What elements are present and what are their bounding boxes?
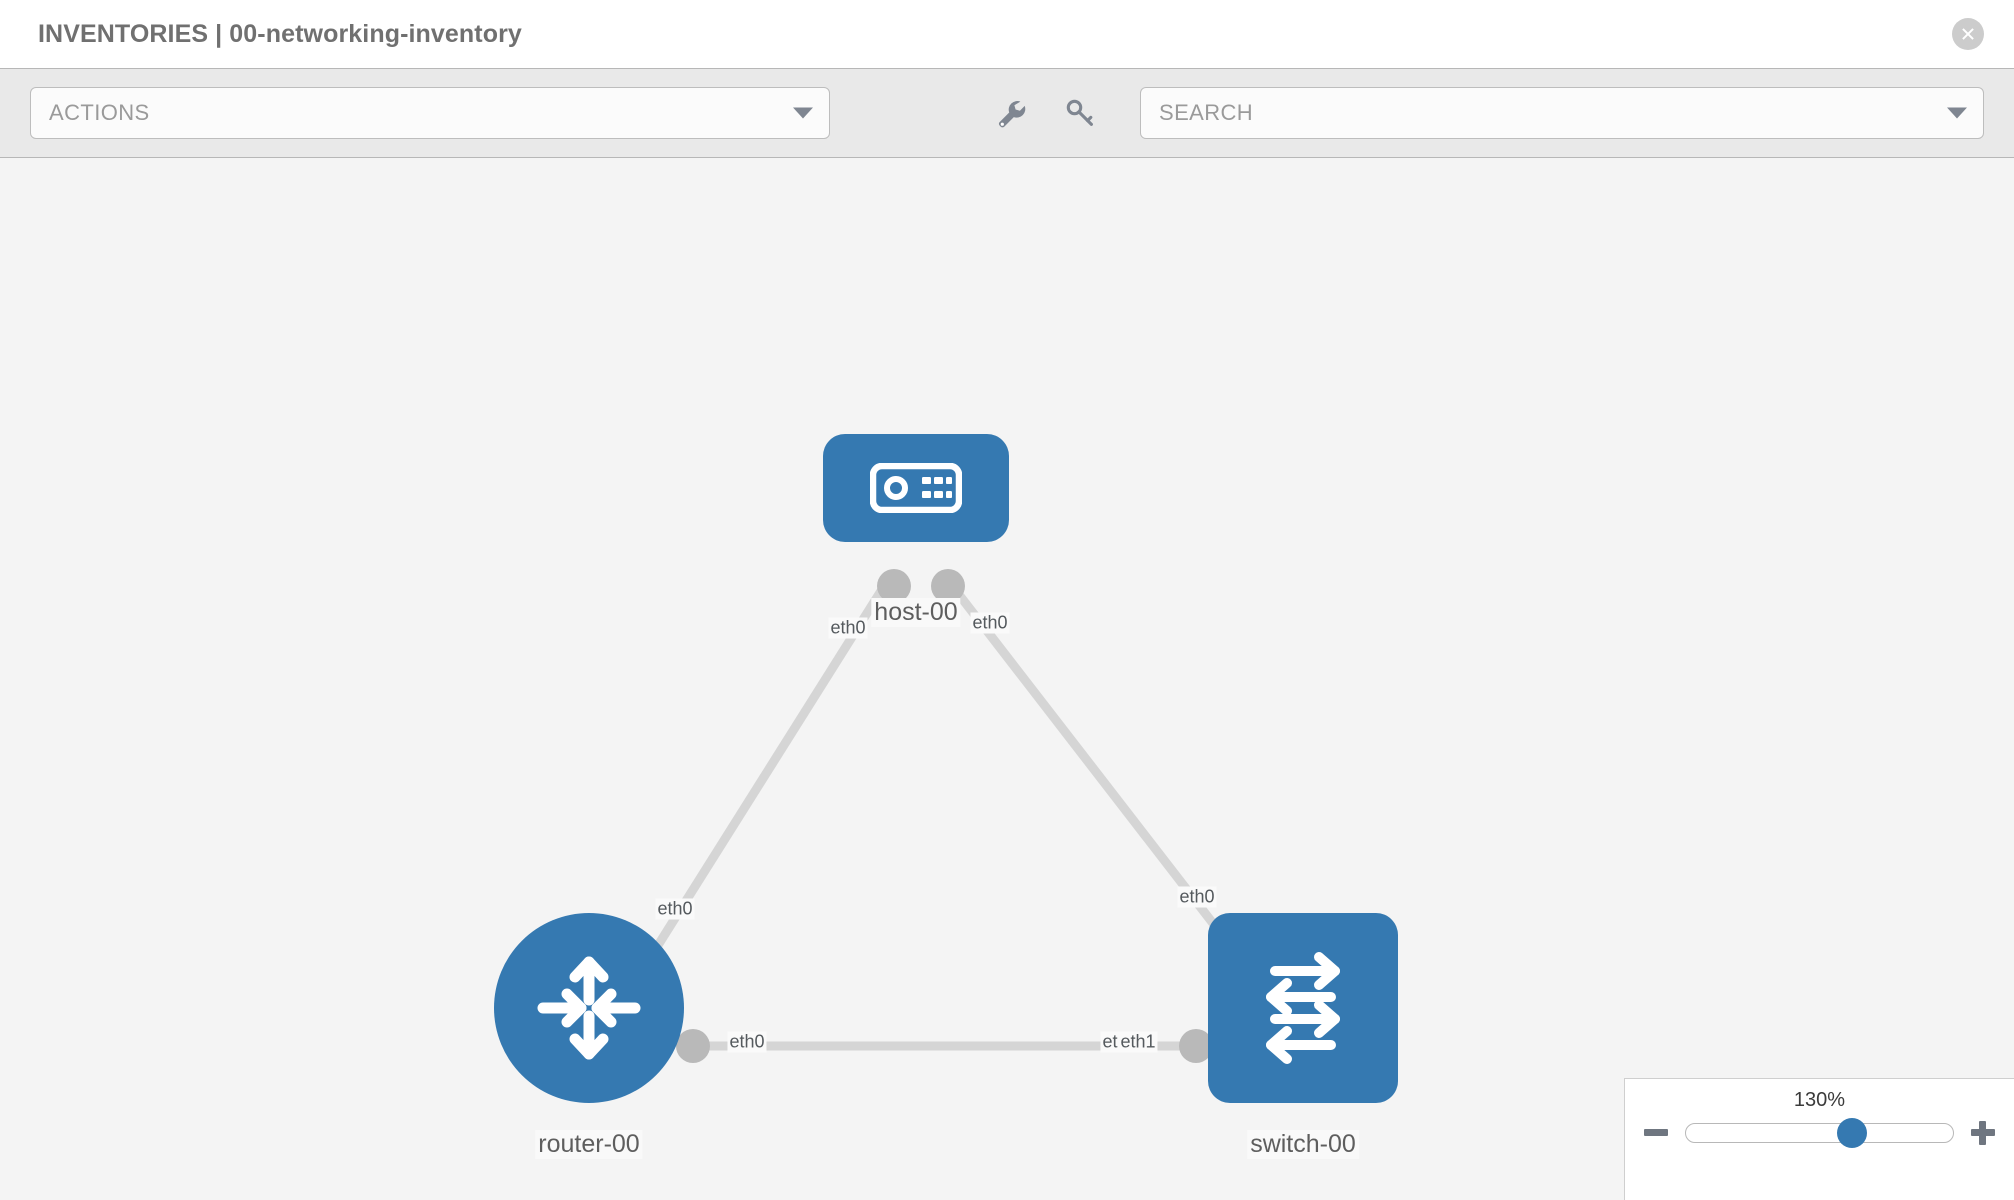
topology-links-layer <box>646 580 1236 1051</box>
close-icon[interactable] <box>1952 18 1984 50</box>
link-endpoint-nub[interactable] <box>877 569 911 603</box>
zoom-slider[interactable] <box>1685 1118 1954 1148</box>
actions-dropdown[interactable]: ACTIONS <box>30 87 830 139</box>
zoom-out-button[interactable] <box>1643 1120 1669 1146</box>
zoom-slider-track <box>1685 1123 1954 1143</box>
search-dropdown[interactable]: SEARCH <box>1140 87 1984 139</box>
actions-dropdown-value: ACTIONS <box>49 100 150 125</box>
page-title: INVENTORIES | 00-networking-inventory <box>38 19 522 48</box>
zoom-level-label: 130% <box>1793 1089 1846 1111</box>
plus-icon-v <box>1979 1121 1986 1145</box>
zoom-slider-thumb[interactable] <box>1836 1118 1867 1148</box>
search-input[interactable]: SEARCH <box>1159 100 1254 125</box>
key-icon[interactable] <box>1060 93 1100 133</box>
chevron-down-icon <box>793 107 813 119</box>
zoom-in-button[interactable] <box>1970 1120 1996 1146</box>
topology-node-switch-00[interactable] <box>1208 913 1398 1103</box>
zoom-control-row <box>1625 1118 2014 1148</box>
topology-node-router-00[interactable] <box>494 913 684 1103</box>
switch-arrows-icon <box>1243 946 1363 1070</box>
toolbar: ACTIONS SEARCH <box>0 68 2014 158</box>
topology-link[interactable] <box>946 580 1236 951</box>
minus-icon <box>1644 1129 1668 1136</box>
link-endpoint-nub[interactable] <box>931 569 965 603</box>
topology-link[interactable] <box>646 580 890 961</box>
topology-node-host-00[interactable] <box>823 434 1009 542</box>
link-endpoint-nub[interactable] <box>1179 1029 1213 1063</box>
server-icon <box>870 463 962 513</box>
toolbar-icon-group <box>990 93 1100 133</box>
zoom-control: 130% <box>1624 1078 2014 1200</box>
link-endpoint-nub[interactable] <box>676 1029 710 1063</box>
chevron-down-icon <box>1947 107 1967 119</box>
page-header: INVENTORIES | 00-networking-inventory <box>0 0 2014 68</box>
wrench-icon[interactable] <box>990 93 1030 133</box>
router-arrows-icon <box>529 948 649 1068</box>
